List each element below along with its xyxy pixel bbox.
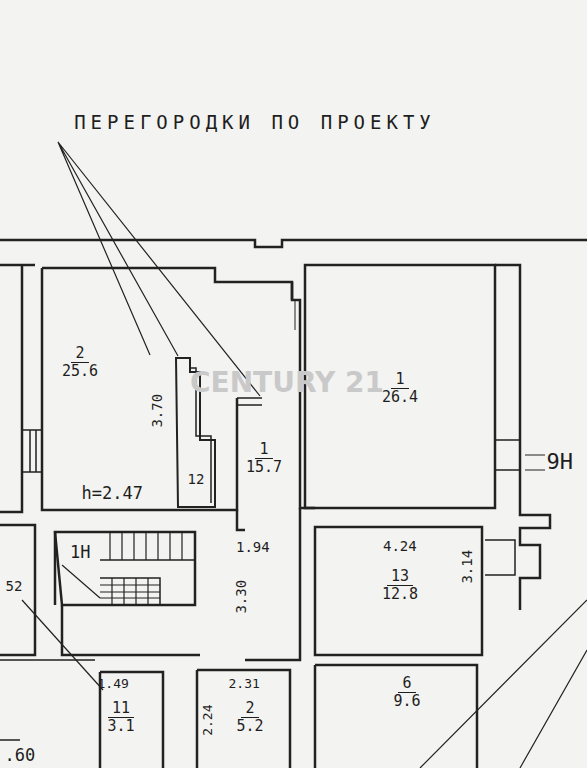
room-label: 225.6 (58, 345, 102, 379)
dimension-label: 3.70 (150, 393, 165, 427)
room-area: 5.2 (232, 718, 267, 735)
room-number: 2 (241, 700, 258, 718)
room-label: 113.1 (103, 700, 138, 734)
room-number: 12 (184, 472, 209, 487)
dimension-label: 2.31 (229, 677, 260, 691)
room-area: 25.6 (58, 363, 102, 380)
dimension-label: 4.24 (383, 539, 417, 554)
room-area: 26.4 (378, 389, 422, 406)
room-area: 12.8 (378, 586, 422, 603)
dimension-label: 1.94 (236, 540, 270, 555)
dimension-label: 1.49 (98, 677, 129, 691)
watermark: CENTURY 21 (190, 368, 384, 399)
room-area: 9.6 (389, 693, 424, 710)
dimension-label: .60 (5, 746, 36, 765)
dimension-label: h=2.47 (82, 484, 143, 503)
dimension-label: 3.30 (234, 579, 249, 613)
room-label: 126.4 (378, 371, 422, 405)
room-number: 6 (398, 675, 415, 693)
room-label: 25.2 (232, 700, 267, 734)
room-area: 15.7 (242, 459, 286, 476)
plan-note: ПЕРЕГОРОДКИ ПО ПРОЕКТУ (74, 111, 436, 133)
room-number: 1 (391, 371, 408, 389)
room-number: 2 (71, 345, 88, 363)
dimension-label: 3.14 (460, 549, 475, 583)
room-label: 69.6 (389, 675, 424, 709)
room-label: 1312.8 (378, 568, 422, 602)
room-number: 1 (255, 441, 272, 459)
room-area: 3.1 (103, 718, 138, 735)
room-number: 11 (108, 700, 134, 718)
dimension-label: 9Н (547, 450, 574, 474)
dimension-label: 52 (6, 579, 23, 594)
dimension-label: 1Н (70, 543, 90, 562)
room-number: 13 (387, 568, 413, 586)
dimension-label: 2.24 (200, 704, 214, 735)
room-label: 12 (184, 472, 209, 487)
room-label: 115.7 (242, 441, 286, 475)
